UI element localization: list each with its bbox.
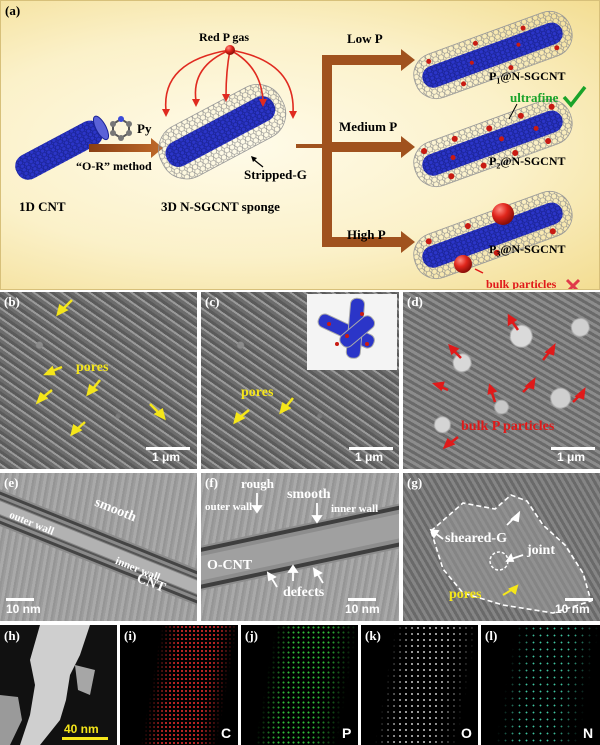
panel-b-arrows [35,299,166,437]
panel-g-scale: 10 nm [555,602,590,616]
panel-d-scale: 1 μm [557,450,586,464]
panel-a-schematic [15,10,587,289]
panel-f-arrows [251,493,324,588]
cnt-1d-label: 1D CNT [19,199,66,214]
sponge-3d-label: 3D N-SGCNT sponge [161,199,280,214]
cross-icon [565,278,581,289]
panel-e-scale: 10 nm [6,602,41,616]
p1-tube [413,10,573,100]
panel-f-inner: inner wall [331,503,379,515]
bulk-particles-label: bulk particles [486,277,557,290]
panel-c: (c) pores 1 μm [201,292,399,469]
panel-k-label: (k) [365,628,381,643]
stripped-g-label: Stripped-G [244,167,307,182]
panel-f-scale: 10 nm [345,602,380,616]
panel-e: (e) outer wall smooth inner wall CNT 10 … [0,473,197,621]
panel-f-smooth: smooth [287,487,331,502]
p3-tube [413,190,573,280]
panel-g-label: (g) [407,475,423,490]
p2-tube [413,98,573,188]
panel-j: (j) P [241,625,358,745]
panel-k-element: O [461,725,472,741]
panel-c-label: (c) [205,294,220,309]
haadf-image [0,625,95,745]
panel-c-scalebar [349,447,393,450]
low-p-label: Low P [347,31,383,46]
panel-i-element: C [221,725,232,741]
panel-a: (a) [0,0,600,290]
panel-l-label: (l) [485,628,498,643]
panel-b: (b) pores 1 μm [0,292,197,469]
panel-d-bulk: bulk P particles [461,419,555,434]
panel-j-label: (j) [245,628,258,643]
panel-h-scale: 40 nm [64,722,99,736]
bulk-particle-1 [492,203,514,225]
panel-f-tube [201,496,399,596]
cnt-1d-illustration [15,115,110,180]
ultrafine-label: ultrafine [510,90,559,105]
panel-g-pores: pores [449,587,482,602]
panel-c-pores: pores [241,385,274,400]
medium-p-label: Medium P [339,119,398,134]
panel-l: (l) N [481,625,600,745]
panel-k: (k) O [361,625,478,745]
p3-label: P3@N-SGCNT [489,242,566,259]
panel-b-scale: 1 μm [152,450,181,464]
panel-a-label: (a) [5,3,21,18]
panel-f-ocnt: O-CNT [207,558,253,573]
panel-g: (g) sheared-G joint pores 10 nm [403,473,600,621]
panel-i-label: (i) [124,628,137,643]
panel-c-arrows [233,397,294,425]
panel-d-label: (d) [407,294,423,309]
panel-g-scalebar [565,598,593,601]
panel-g-outline [429,494,592,614]
or-method-label: “O-R” method [76,159,152,173]
panel-c-inset [307,294,397,370]
check-icon [562,85,587,108]
panel-d-scalebar [551,447,595,450]
panel-i: (i) C [120,625,238,745]
p2-label: P2@N-SGCNT [489,154,566,171]
panel-b-scalebar [146,447,190,450]
panel-f-rough: rough [241,476,274,491]
panel-f-scalebar [348,598,376,601]
panel-b-pores: pores [76,360,109,375]
crossed-tubes-icon [317,297,376,359]
panel-h-label: (h) [4,628,20,643]
panel-j-element: P [342,725,352,741]
panel-d: (d) bulk P particles 1 μm [403,292,600,469]
panel-h-scalebar [62,737,108,740]
red-p-gas-arrows [164,49,294,114]
panel-h: (h) 40 nm [0,625,117,745]
sponge-illustration [158,84,287,180]
bulk-particle-2 [454,255,472,273]
panel-c-scale: 1 μm [355,450,384,464]
panel-e-label: (e) [4,475,19,490]
p-gas-source [225,45,235,55]
panel-e-tube [0,483,197,613]
panel-b-label: (b) [4,294,20,309]
p1-label: P1@N-SGCNT [489,69,566,86]
panel-e-scalebar [6,598,34,601]
red-p-gas-label: Red P gas [199,30,250,44]
panel-f-outer: outer wall [205,501,253,513]
panel-f-defects: defects [283,585,325,600]
panel-l-element: N [583,725,594,741]
branch-arrows [296,49,415,253]
panel-g-sheared: sheared-G [445,531,507,546]
panel-f-label: (f) [205,475,218,490]
panel-d-arrows [431,313,586,450]
high-p-label: High P [347,227,386,242]
panel-f: (f) rough smooth outer wall inner wall O… [201,473,399,621]
process-arrow-1 [89,138,163,158]
py-label: Py [137,121,152,136]
pyridine-molecule [110,116,132,141]
panel-g-joint: joint [527,543,555,558]
